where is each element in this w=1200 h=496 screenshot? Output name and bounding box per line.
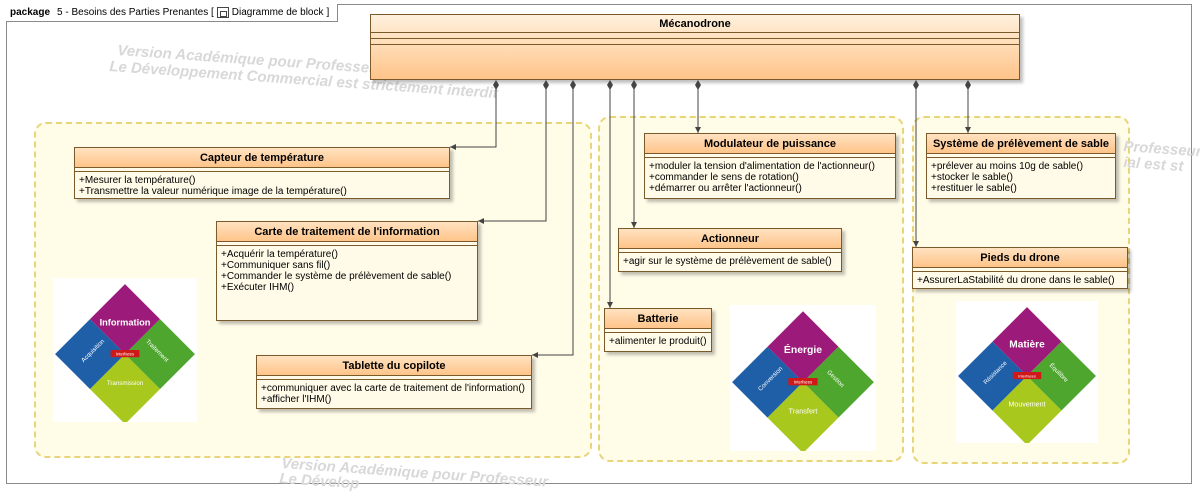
block-carte[interactable]: Carte de traitement de l'information +Ac…: [216, 221, 478, 321]
puzzle-label-top: Matière: [1009, 340, 1045, 351]
puzzle-piece-right: [803, 346, 874, 418]
puzzle-center-band: [110, 350, 140, 358]
operation: +Exécuter IHM(): [221, 282, 295, 293]
operation: +AssurerLaStabilité du drone dans le sab…: [917, 275, 1115, 286]
puzzle-center-band: [1012, 372, 1042, 380]
operation: +Transmettre la valeur numérique image d…: [79, 186, 347, 197]
block-batterie[interactable]: Batterie +alimenter le produit(): [604, 308, 712, 352]
puzzle-piece-top: [767, 311, 839, 383]
package-close: ]: [326, 7, 330, 18]
block-systeme[interactable]: Système de prélèvement de sable +préleve…: [926, 133, 1116, 199]
block-title: Carte de traitement de l'information: [217, 222, 477, 242]
puzzle-piece-bottom: [767, 382, 839, 454]
puzzle-center-band: [788, 378, 818, 386]
block-title: Batterie: [605, 309, 711, 329]
block-title: Actionneur: [619, 229, 841, 249]
puzzle-piece-left: [55, 319, 125, 390]
puzzle-label-center: Interfaces: [1018, 374, 1036, 379]
operation: +agir sur le système de prélèvement de s…: [623, 256, 832, 267]
puzzle-piece-top: [90, 284, 160, 355]
operation: +démarrer ou arrêter l'actionneur(): [649, 183, 802, 194]
operation: +commander le sens de rotation(): [649, 172, 799, 183]
diagram-type-label: Diagramme de block: [231, 7, 324, 18]
puzzle-label-top: Énergie: [784, 343, 822, 356]
puzzle-piece-bottom: [90, 354, 160, 425]
puzzle-label-center: Interfaces: [116, 352, 134, 357]
puzzle-label-bottom: Transfert: [789, 406, 818, 415]
package-keyword: package: [10, 7, 51, 18]
operation: +Communiquer sans fil(): [221, 260, 331, 271]
operation: +Mesurer la température(): [79, 175, 196, 186]
block-actionneur[interactable]: Actionneur +agir sur le système de prélè…: [618, 228, 842, 272]
block-title: Mécanodrone: [371, 15, 1019, 33]
block-title: Système de prélèvement de sable: [927, 134, 1115, 154]
operation: +afficher l'IHM(): [261, 394, 332, 405]
operation: +communiquer avec la carte de traitement…: [261, 383, 525, 394]
puzzle-piece-left: [732, 346, 803, 418]
operation: +alimenter le produit(): [609, 336, 707, 347]
puzzle-piece-right: [1027, 341, 1096, 411]
puzzle-matiere-image: Matière Résistance Équilibre Mouvement I…: [956, 301, 1098, 446]
operation: +Acquérir la température(): [221, 249, 338, 260]
operation: +moduler la tension d'alimentation de l'…: [649, 161, 875, 172]
operation: +restituer le sable(): [931, 183, 1017, 194]
operation: +Commander le système de prélèvement de …: [221, 271, 452, 282]
operation: +prélever au moins 10g de sable(): [931, 161, 1084, 172]
puzzle-label-bottom: Transmission: [107, 380, 144, 387]
puzzle-information-image: Information Acquisition Traitement Trans…: [53, 278, 197, 425]
puzzle-energie-image: Énergie Conversion Gestion Transfert Int…: [730, 305, 876, 454]
block-title: Pieds du drone: [913, 248, 1127, 268]
puzzle-label-top: Information: [100, 317, 151, 327]
diagram-icon: [216, 7, 229, 18]
block-pieds[interactable]: Pieds du drone +AssurerLaStabilité du dr…: [912, 247, 1128, 289]
block-tablette[interactable]: Tablette du copilote +communiquer avec l…: [256, 355, 532, 409]
block-capteur[interactable]: Capteur de température +Mesurer la tempé…: [74, 147, 450, 199]
puzzle-piece-right: [125, 319, 195, 390]
package-name: 5 - Besoins des Parties Prenantes [: [57, 7, 214, 18]
block-title: Capteur de température: [75, 148, 449, 168]
puzzle-label-center: Interfaces: [794, 380, 812, 385]
block-title: Tablette du copilote: [257, 356, 531, 376]
puzzle-piece-left: [958, 341, 1027, 411]
block-mecanodrone[interactable]: Mécanodrone: [370, 14, 1020, 80]
block-modulateur[interactable]: Modulateur de puissance +moduler la tens…: [644, 133, 896, 199]
package-tab: package 5 - Besoins des Parties Prenante…: [6, 4, 339, 22]
operation: +stocker le sable(): [931, 172, 1013, 183]
puzzle-label-bottom: Mouvement: [1008, 400, 1045, 408]
block-title: Modulateur de puissance: [645, 134, 895, 154]
